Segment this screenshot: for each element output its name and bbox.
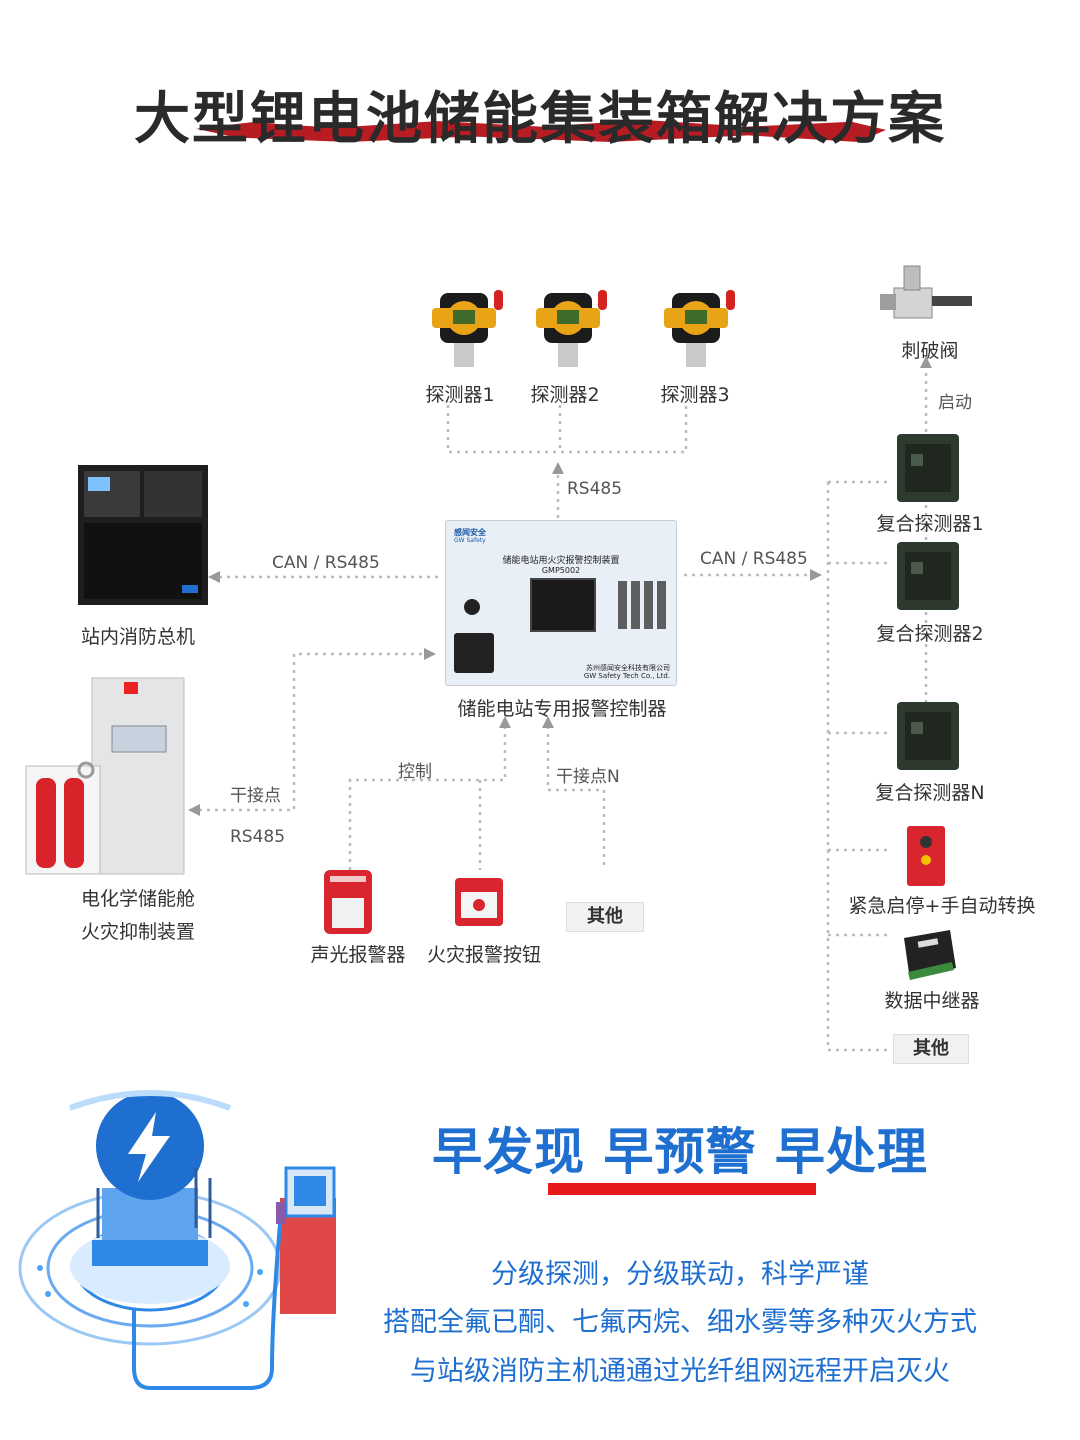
composite-detector-1-label: 复合探测器1	[876, 513, 984, 535]
controller-brand: 感闻安全	[454, 528, 486, 537]
controller-key-lock	[464, 599, 480, 615]
slogan: 早发现 早预警 早处理	[432, 1123, 928, 1181]
feature-line-2: 搭配全氟已酮、七氟丙烷、细水雾等多种灭火方式	[383, 1307, 977, 1338]
link-start: 启动	[938, 393, 972, 413]
suppression-label-line2: 火灾抑制装置	[80, 921, 196, 943]
detector-3-label: 探测器3	[660, 384, 730, 406]
controller-label: 储能电站专用报警控制器	[457, 698, 667, 720]
link-control: 控制	[398, 762, 432, 782]
suppression-label-line1: 电化学储能舱	[80, 888, 196, 910]
page-title: 大型锂电池储能集装箱解决方案	[134, 87, 946, 152]
composite-detector-n-label: 复合探测器N	[875, 782, 985, 804]
controller-model: GMP5002	[541, 566, 581, 575]
detector-2-label: 探测器2	[530, 384, 600, 406]
link-dry-contact: 干接点	[230, 786, 281, 806]
fire-host-cabinet-image	[78, 465, 208, 605]
sound-light-alarm-image	[324, 870, 372, 934]
fire-alarm-button-label: 火灾报警按钮	[426, 944, 542, 966]
composite-detector-2-label: 复合探测器2	[876, 623, 984, 645]
controller-screen	[530, 578, 596, 632]
puncture-valve-image	[880, 265, 972, 319]
controller-panel: 感闻安全 GW Safety 储能电站用火灾报警控制装置 GMP5002 苏州感…	[445, 520, 677, 686]
controller-brand-en: GW Safety	[454, 537, 486, 544]
link-rs485-bottom: RS485	[230, 827, 286, 847]
link-rs485-top: RS485	[567, 479, 623, 499]
emergency-switch-label: 紧急启停+手自动转换	[848, 895, 1036, 917]
sound-light-alarm-label: 声光报警器	[310, 944, 406, 966]
composite-detector-n-image	[897, 702, 959, 770]
data-relay-image	[904, 930, 956, 980]
data-relay-label: 数据中继器	[884, 990, 980, 1012]
feature-line-3: 与站级消防主机通通过光纤组网远程开启灭火	[410, 1356, 950, 1387]
controller-panel-title: 储能电站用火灾报警控制装置	[502, 556, 620, 566]
feature-line-1: 分级探测，分级联动，科学严谨	[491, 1259, 869, 1290]
puncture-valve-label: 刺破阀	[901, 340, 959, 362]
suppression-device-image	[25, 677, 185, 875]
composite-detector-2-image	[897, 542, 959, 610]
controller-printer	[454, 633, 494, 673]
right-other-box: 其他	[893, 1034, 969, 1064]
fire-alarm-button-image	[455, 878, 503, 926]
detector-3-image	[664, 290, 735, 367]
emergency-switch-image	[907, 826, 945, 886]
bottom-other-box: 其他	[566, 902, 644, 932]
link-can-left: CAN / RS485	[272, 553, 380, 573]
controller-company-en: GW Safety Tech Co., Ltd.	[583, 672, 670, 680]
slogan-red-underline	[548, 1183, 816, 1195]
title-brush-underline	[196, 120, 886, 142]
detector-1-image	[432, 290, 503, 367]
fire-host-label: 站内消防总机	[80, 626, 196, 648]
detector-2-image	[536, 290, 607, 367]
link-can-right: CAN / RS485	[700, 549, 808, 569]
link-dry-contact-n: 干接点N	[556, 767, 620, 787]
controller-keypad	[618, 581, 666, 629]
detector-1-label: 探测器1	[425, 384, 495, 406]
energy-illustration	[18, 1090, 336, 1390]
composite-detector-1-image	[897, 434, 959, 502]
lightning-icon	[128, 1112, 170, 1182]
controller-company: 苏州感闻安全科技有限公司	[586, 664, 670, 672]
